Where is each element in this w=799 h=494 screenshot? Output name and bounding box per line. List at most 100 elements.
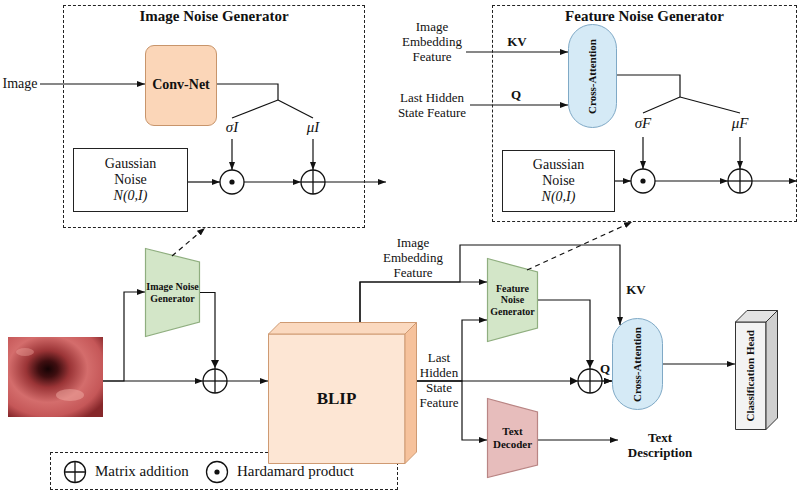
output-wire xyxy=(217,84,278,100)
legend-circle xyxy=(65,462,86,483)
arrow-connector xyxy=(538,300,612,381)
image-highlight xyxy=(56,389,84,401)
dot-mark xyxy=(214,469,219,474)
text-holder: Feature Noise Generator xyxy=(493,8,796,25)
addition-symbol xyxy=(578,369,602,393)
plus-stroke xyxy=(301,181,325,182)
dot-mark xyxy=(229,179,234,184)
addition-symbol xyxy=(301,170,325,194)
plus-stroke xyxy=(739,169,740,193)
node-label: Image Noise Generator xyxy=(145,281,200,304)
mu-arrow xyxy=(312,139,313,170)
noise-box: Gaussian NoiseN(0,I) xyxy=(73,148,188,212)
trapezoid-shape xyxy=(488,259,538,342)
output-arrow xyxy=(538,439,618,440)
text-holder: Image Noise Generator xyxy=(64,8,364,25)
sigma-arrow xyxy=(642,137,643,169)
node-label: Conv-Net xyxy=(152,77,210,93)
annotation-text: Text Description xyxy=(620,431,700,461)
dashed-connector xyxy=(527,222,632,270)
node-label: N(0,I) xyxy=(114,188,148,204)
annotation-text: μI xyxy=(301,119,325,136)
plus-stroke xyxy=(312,170,313,194)
generator-trapezoid: Image Noise Generator xyxy=(145,248,200,337)
annotation-text: σF xyxy=(631,115,655,132)
output-arrow xyxy=(325,181,386,182)
legend-text: Matrix addition xyxy=(95,463,189,480)
image-wire xyxy=(103,380,203,381)
text-holder: Text Decoder xyxy=(487,398,538,478)
model-cube: BLIP xyxy=(268,322,417,464)
head-block: Classification Head xyxy=(735,310,778,430)
endoscopy-image xyxy=(8,337,103,417)
annotation-text: Last Hidden State Feature xyxy=(417,350,461,410)
node-label: Gaussian Noise xyxy=(91,156,171,188)
legend-symbol xyxy=(63,460,87,484)
dot-mark xyxy=(640,178,645,183)
output-wire xyxy=(617,75,680,97)
arrow-head xyxy=(586,360,594,368)
annotation-text: Last Hidden State Feature xyxy=(392,91,472,121)
hadamard-symbol xyxy=(631,169,655,193)
annotation-text: σI xyxy=(220,119,244,136)
annotation-text: Q xyxy=(508,88,524,103)
plus-stroke xyxy=(728,180,752,181)
image-highlight xyxy=(16,348,34,356)
group-box: Feature Noise GeneratorCross-AttentionGa… xyxy=(492,5,797,222)
split-wire xyxy=(643,97,680,113)
attention-pill: Cross-Attention xyxy=(568,24,617,128)
text-holder: Classification Head xyxy=(735,322,766,430)
cube-side xyxy=(766,311,778,430)
node-label: Cross-Attention xyxy=(631,327,644,402)
arrow-connector xyxy=(417,381,487,440)
annotation-text: Image Embedding Feature xyxy=(398,20,466,65)
product-arrow xyxy=(244,181,301,182)
kv-arrow xyxy=(466,51,568,52)
plus-stroke xyxy=(203,380,227,381)
trapezoid-shape xyxy=(146,249,200,337)
trapezoid-shape xyxy=(488,399,538,478)
cube-side xyxy=(405,323,417,464)
node-label: Feature Noise Generator xyxy=(487,283,538,318)
split-wire xyxy=(232,100,278,118)
arrow-connector xyxy=(360,245,620,325)
annotation-text: KV xyxy=(624,283,648,298)
arrow-connector xyxy=(200,293,268,382)
node-label: N(0,I) xyxy=(542,189,576,205)
group-title: Feature Noise Generator xyxy=(565,8,724,25)
product-arrow xyxy=(655,180,728,181)
q-arrow xyxy=(470,104,568,105)
annotation-text: Image Embedding Feature xyxy=(368,236,458,281)
annotation-text: Image xyxy=(0,76,40,92)
arrow-connector xyxy=(360,282,487,322)
arrow-head xyxy=(211,360,219,368)
node-label: Classification Head xyxy=(744,330,757,421)
generator-trapezoid: Feature Noise Generator xyxy=(487,258,538,342)
annotation-text: Q xyxy=(598,362,612,377)
sigma-arrow xyxy=(231,139,232,170)
noise-arrow xyxy=(615,180,631,181)
legend-item: Matrix addition xyxy=(63,460,189,484)
text-holder: Feature Noise Generator xyxy=(487,258,538,342)
mu-arrow xyxy=(739,137,740,169)
node-label: Cross-Attention xyxy=(586,39,599,114)
addition-symbol xyxy=(203,369,227,393)
legend-text: Hardamard product xyxy=(237,463,354,480)
node-label: Gaussian Noise xyxy=(519,157,599,189)
noise-arrow xyxy=(188,181,220,182)
text-holder: Conv-Net xyxy=(146,46,216,125)
dashed-connector xyxy=(172,228,205,256)
group-box: Image Noise GeneratorConv-NetGaussian No… xyxy=(63,5,365,228)
image-wire xyxy=(103,292,145,381)
decoder-trapezoid: Text Decoder xyxy=(487,398,538,478)
text-holder: Gaussian NoiseN(0,I) xyxy=(503,151,614,211)
text-holder: Cross-Attention xyxy=(569,25,616,127)
plus-stroke xyxy=(214,369,215,393)
split-wire xyxy=(680,97,740,113)
legend-circle xyxy=(207,462,228,483)
arrow-connector xyxy=(417,320,487,381)
attention-pill: Cross-Attention xyxy=(612,318,663,410)
